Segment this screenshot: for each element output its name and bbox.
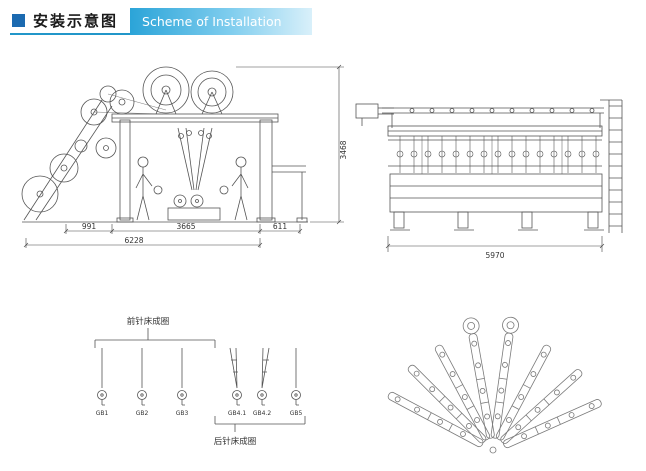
guide-bar-gb2	[137, 348, 147, 406]
side-machine-frame	[387, 125, 603, 213]
gb3-label: GB3	[176, 410, 189, 417]
side-left-bracket	[355, 103, 394, 126]
dim-label-center: 3665	[176, 222, 195, 231]
fan-bar-6	[494, 343, 553, 442]
header: 安装示意图 Scheme of Installation	[10, 8, 313, 35]
guide-bar-diagram: GB1 GB2 GB3 GB4.1 GB4.2 GB5 前针床成圈 后针床成圈	[94, 316, 306, 447]
gb5-label: GB5	[290, 410, 303, 417]
page-title-english: Scheme of Installation	[142, 14, 282, 29]
guide-bar-gb3	[177, 348, 187, 406]
header-bullet-icon	[12, 14, 25, 27]
side-spindle-row	[396, 136, 600, 173]
fan-bar-8	[501, 397, 603, 450]
guide-bar-gb4-2	[257, 347, 270, 406]
gb4-1-label: GB4.1	[228, 410, 246, 417]
dim-label-height: 3468	[339, 140, 348, 159]
front-view-drawing: 991 3665 611 6228 3468	[21, 64, 348, 248]
warp-beams	[95, 66, 234, 159]
fan-bar-3	[433, 343, 492, 442]
side-top-rail	[382, 107, 604, 128]
guide-bar-fan-diagram	[386, 288, 603, 454]
header-banner: Scheme of Installation	[130, 8, 313, 35]
front-bed-label: 前针床成圈	[127, 316, 170, 327]
side-view-drawing: 5970	[355, 99, 623, 260]
dim-label-left: 991	[82, 222, 97, 231]
guide-bar-gb5	[291, 348, 301, 406]
dim-label-length: 5970	[485, 251, 504, 260]
machine-frame	[111, 113, 279, 223]
side-legs	[390, 211, 604, 231]
operator-figure-right	[231, 156, 249, 221]
dim-label-total: 6228	[124, 236, 143, 245]
front-dimension-lines	[23, 64, 344, 248]
dim-label-right: 611	[273, 222, 288, 231]
side-dimension-lines	[385, 236, 605, 252]
fan-bar-2	[406, 363, 488, 445]
guide-bar-gb1	[97, 348, 107, 406]
guide-bar-gb4-1	[229, 347, 242, 406]
page-title-chinese: 安装示意图	[33, 12, 119, 30]
back-bed-label: 后针床成圈	[214, 436, 257, 447]
right-extension	[272, 165, 308, 223]
knitting-zone	[153, 127, 229, 221]
fan-bar-1	[386, 390, 485, 449]
front-bed-bracket	[94, 328, 216, 348]
ladder	[600, 99, 623, 233]
fan-pivot	[489, 446, 497, 454]
creel	[21, 85, 167, 221]
gb2-label: GB2	[136, 410, 149, 417]
gb4-2-label: GB4.2	[253, 410, 271, 417]
header-title-block: 安装示意图	[10, 8, 131, 35]
operator-figure-left	[135, 156, 153, 221]
back-bed-bracket	[214, 416, 306, 432]
gb1-label: GB1	[96, 410, 109, 417]
